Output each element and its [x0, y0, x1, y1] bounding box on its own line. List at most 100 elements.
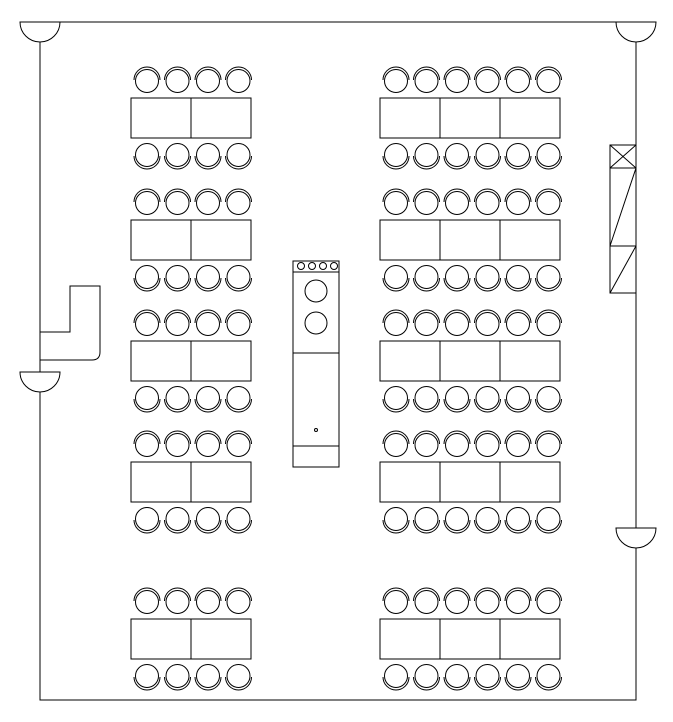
- chair: [382, 430, 410, 457]
- chair: [225, 143, 252, 170]
- wall-light-left: [19, 371, 61, 393]
- chair: [382, 507, 410, 534]
- chair: [535, 430, 562, 457]
- chair: [413, 664, 440, 691]
- chair: [382, 66, 410, 93]
- chair: [133, 188, 161, 215]
- wall-light-top-right: [615, 21, 657, 43]
- table-groups: [130, 66, 562, 691]
- cabinet: [609, 144, 637, 294]
- wall-duct: [40, 285, 101, 361]
- table: [130, 461, 192, 503]
- chair: [474, 507, 501, 534]
- right-table-group: [379, 430, 562, 534]
- table: [190, 618, 252, 660]
- chair: [133, 386, 161, 413]
- table: [130, 340, 192, 382]
- lectern: [292, 260, 340, 468]
- chair: [413, 265, 440, 292]
- chair: [133, 66, 161, 93]
- chair: [535, 143, 562, 170]
- table: [499, 618, 561, 660]
- chair: [225, 265, 252, 292]
- chair: [474, 309, 501, 336]
- chair: [443, 188, 471, 215]
- chair: [443, 309, 471, 336]
- chair: [382, 309, 410, 336]
- chair: [504, 430, 532, 457]
- chair: [194, 386, 222, 413]
- chair: [133, 587, 161, 614]
- table: [190, 461, 252, 503]
- chair: [413, 430, 440, 457]
- chair: [504, 587, 532, 614]
- chair: [474, 430, 501, 457]
- chair: [194, 430, 222, 457]
- chair: [535, 309, 562, 336]
- chair: [535, 386, 562, 413]
- chair: [413, 66, 440, 93]
- chair: [164, 143, 191, 170]
- chair: [133, 143, 161, 170]
- chair: [225, 386, 252, 413]
- chair: [413, 587, 440, 614]
- left-table-group: [130, 309, 252, 413]
- chair: [382, 664, 410, 691]
- table: [190, 97, 252, 139]
- table: [439, 340, 501, 382]
- table: [499, 97, 561, 139]
- chair: [225, 309, 252, 336]
- chair: [443, 430, 471, 457]
- chair: [194, 587, 222, 614]
- chair: [413, 143, 440, 170]
- chair: [504, 309, 532, 336]
- chair: [225, 587, 252, 614]
- chair: [194, 188, 222, 215]
- table: [439, 219, 501, 261]
- chair: [194, 664, 222, 691]
- left-table-group: [130, 587, 252, 691]
- chair: [443, 664, 471, 691]
- table: [499, 461, 561, 503]
- table: [379, 97, 441, 139]
- table: [439, 97, 501, 139]
- chair: [504, 265, 532, 292]
- left-table-group: [130, 66, 252, 170]
- chair: [225, 507, 252, 534]
- table: [439, 461, 501, 503]
- chair: [535, 664, 562, 691]
- chair: [164, 66, 191, 93]
- chair: [504, 664, 532, 691]
- chair: [164, 430, 191, 457]
- chair: [504, 143, 532, 170]
- table: [499, 340, 561, 382]
- right-table-group: [379, 66, 562, 170]
- chair: [225, 430, 252, 457]
- chair: [443, 587, 471, 614]
- chair: [133, 507, 161, 534]
- chair: [194, 143, 222, 170]
- chair: [535, 265, 562, 292]
- chair: [504, 386, 532, 413]
- table: [379, 219, 441, 261]
- chair: [413, 507, 440, 534]
- chair: [133, 265, 161, 292]
- chair: [413, 386, 440, 413]
- chair: [443, 386, 471, 413]
- table: [379, 340, 441, 382]
- chair: [194, 66, 222, 93]
- chair: [474, 386, 501, 413]
- chair: [194, 265, 222, 292]
- chair: [443, 265, 471, 292]
- chair: [194, 309, 222, 336]
- chair: [194, 507, 222, 534]
- chair: [164, 587, 191, 614]
- chair: [413, 309, 440, 336]
- chair: [382, 386, 410, 413]
- chair: [474, 66, 501, 93]
- chair: [474, 188, 501, 215]
- right-table-group: [379, 309, 562, 413]
- chair: [225, 664, 252, 691]
- chair: [443, 143, 471, 170]
